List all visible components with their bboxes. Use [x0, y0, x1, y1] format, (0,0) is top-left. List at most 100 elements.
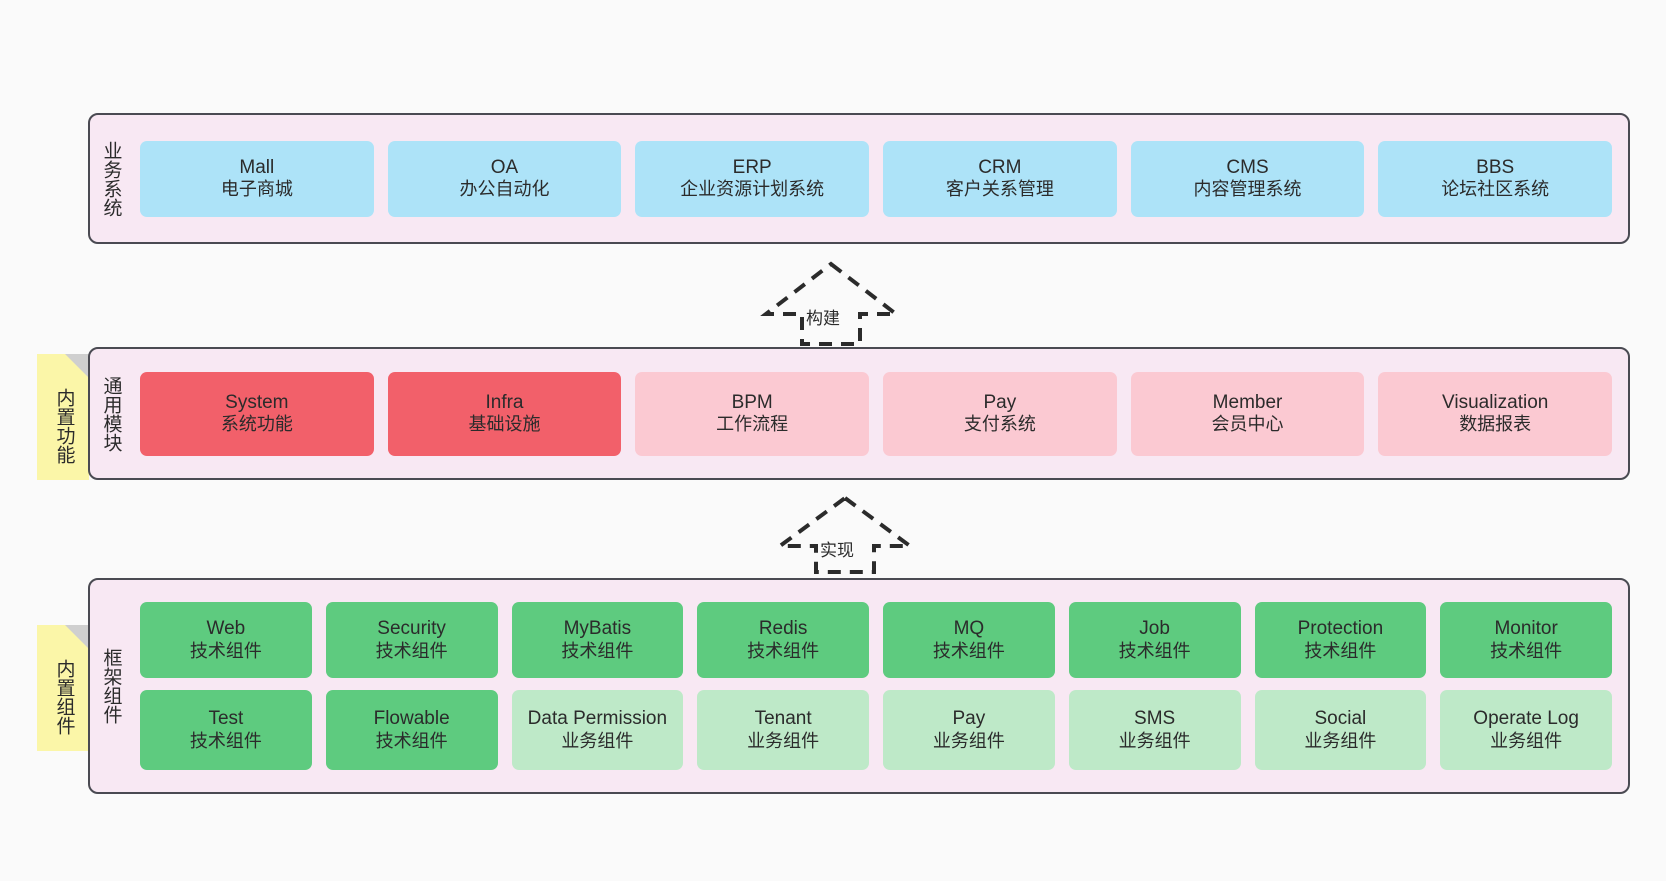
card-subtitle: 业务组件 — [561, 730, 634, 751]
card-protection[interactable]: Protection 技术组件 — [1254, 602, 1427, 678]
card-title: Protection — [1297, 618, 1384, 640]
card-subtitle: 数据报表 — [1459, 414, 1532, 435]
card-title: Pay — [983, 391, 1017, 413]
card-subtitle: 技术组件 — [189, 640, 262, 661]
card-subtitle: 技术组件 — [1490, 640, 1563, 661]
card-title: Tenant — [754, 708, 812, 730]
card-title: MyBatis — [563, 618, 632, 640]
card-title: BPM — [731, 391, 773, 413]
card-title: ERP — [732, 156, 772, 178]
connector-implement: 实现 — [770, 492, 920, 577]
card-title: Data Permission — [527, 708, 668, 730]
card-title: Monitor — [1494, 618, 1558, 640]
card-title: Security — [377, 618, 446, 640]
card-web[interactable]: Web 技术组件 — [140, 602, 312, 678]
card-title: CMS — [1226, 156, 1269, 178]
card-visualization[interactable]: Visualization 数据报表 — [1378, 371, 1613, 456]
card-subtitle: 工作流程 — [716, 414, 789, 435]
card-title: Test — [208, 708, 244, 730]
card-subtitle: 支付系统 — [963, 414, 1036, 435]
card-title: BBS — [1476, 156, 1515, 178]
layer-business-systems-label: 业务系统 — [100, 140, 122, 217]
card-title: Infra — [485, 391, 524, 413]
card-title: Redis — [758, 618, 808, 640]
layer-framework-components-label: 框架组件 — [100, 648, 122, 724]
card-subtitle: 技术组件 — [189, 730, 262, 751]
card-test[interactable]: Test 技术组件 — [140, 690, 312, 770]
layer-business-systems: 业务系统 Mall 电子商城 OA 办公自动化 ERP 企业资源计划系统 CRM… — [88, 113, 1630, 244]
card-title: Job — [1139, 618, 1170, 640]
card-title: Mall — [239, 156, 275, 178]
layer-common-modules-label: 通用模块 — [100, 375, 122, 452]
layer-common-modules: 通用模块 System 系统功能 Infra 基础设施 BPM 工作流程 Pay… — [88, 347, 1630, 480]
card-subtitle: 办公自动化 — [459, 179, 550, 200]
card-cms[interactable]: CMS 内容管理系统 — [1130, 140, 1365, 217]
card-title: Operate Log — [1473, 708, 1579, 730]
card-pay-component[interactable]: Pay 业务组件 — [883, 690, 1055, 770]
connector-implement-label: 实现 — [818, 536, 856, 561]
card-title: Pay — [952, 708, 986, 730]
card-title: CRM — [978, 156, 1022, 178]
card-crm[interactable]: CRM 客户关系管理 — [883, 140, 1117, 217]
card-flowable[interactable]: Flowable 技术组件 — [325, 690, 498, 770]
card-erp[interactable]: ERP 企业资源计划系统 — [635, 140, 870, 217]
card-title: Visualization — [1442, 391, 1549, 413]
card-title: Flowable — [373, 708, 450, 730]
card-mybatis[interactable]: MyBatis 技术组件 — [511, 602, 684, 678]
layer-framework-components: 框架组件 Web 技术组件 Security 技术组件 MyBatis 技术组件… — [88, 578, 1630, 794]
card-subtitle: 会员中心 — [1211, 414, 1284, 435]
card-subtitle: 内容管理系统 — [1193, 179, 1302, 200]
layer-common-modules-cards: System 系统功能 Infra 基础设施 BPM 工作流程 Pay 支付系统… — [130, 349, 1628, 478]
card-system[interactable]: System 系统功能 — [140, 371, 374, 456]
card-mq[interactable]: MQ 技术组件 — [883, 602, 1055, 678]
card-monitor[interactable]: Monitor 技术组件 — [1440, 602, 1612, 678]
card-job[interactable]: Job 技术组件 — [1068, 602, 1241, 678]
card-subtitle: 业务组件 — [1118, 730, 1191, 751]
card-mall[interactable]: Mall 电子商城 — [140, 140, 374, 217]
card-operate-log[interactable]: Operate Log 业务组件 — [1440, 690, 1612, 770]
card-subtitle: 技术组件 — [561, 640, 634, 661]
card-subtitle: 业务组件 — [747, 730, 820, 751]
note-builtin-components: 内置组件 — [37, 625, 89, 751]
card-title: MQ — [953, 618, 985, 640]
framework-business-row: Test 技术组件 Flowable 技术组件 Data Permission … — [140, 690, 1612, 770]
card-bpm[interactable]: BPM 工作流程 — [635, 371, 870, 456]
card-subtitle: 系统功能 — [220, 414, 293, 435]
card-subtitle: 技术组件 — [375, 640, 448, 661]
note-builtin-components-label: 内置组件 — [53, 659, 75, 735]
card-security[interactable]: Security 技术组件 — [325, 602, 498, 678]
framework-tech-row: Web 技术组件 Security 技术组件 MyBatis 技术组件 Redi… — [140, 602, 1612, 678]
connector-build: 构建 — [756, 258, 906, 350]
card-subtitle: 基础设施 — [468, 414, 541, 435]
card-subtitle: 业务组件 — [1304, 730, 1377, 751]
card-title: SMS — [1134, 708, 1176, 730]
card-title: Web — [206, 618, 246, 640]
card-title: OA — [490, 156, 519, 178]
card-title: System — [225, 391, 289, 413]
connector-build-label: 构建 — [804, 304, 842, 329]
card-title: Social — [1314, 708, 1367, 730]
card-tenant[interactable]: Tenant 业务组件 — [697, 690, 869, 770]
card-subtitle: 技术组件 — [1304, 640, 1377, 661]
card-infra[interactable]: Infra 基础设施 — [387, 371, 622, 456]
card-subtitle: 技术组件 — [375, 730, 448, 751]
layer-business-systems-cards: Mall 电子商城 OA 办公自动化 ERP 企业资源计划系统 CRM 客户关系… — [130, 115, 1628, 242]
card-subtitle: 电子商城 — [220, 179, 293, 200]
card-subtitle: 技术组件 — [932, 640, 1005, 661]
card-subtitle: 业务组件 — [1490, 730, 1563, 751]
card-oa[interactable]: OA 办公自动化 — [387, 140, 622, 217]
card-subtitle: 业务组件 — [932, 730, 1005, 751]
card-bbs[interactable]: BBS 论坛社区系统 — [1378, 140, 1613, 217]
card-pay-module[interactable]: Pay 支付系统 — [883, 371, 1117, 456]
note-fold-icon — [65, 625, 89, 649]
note-builtin-features: 内置功能 — [37, 354, 89, 480]
card-member[interactable]: Member 会员中心 — [1130, 371, 1365, 456]
note-builtin-features-label: 内置功能 — [53, 388, 75, 464]
card-data-permission[interactable]: Data Permission 业务组件 — [511, 690, 684, 770]
card-social[interactable]: Social 业务组件 — [1254, 690, 1427, 770]
card-sms[interactable]: SMS 业务组件 — [1068, 690, 1241, 770]
card-redis[interactable]: Redis 技术组件 — [697, 602, 869, 678]
card-title: Member — [1212, 391, 1283, 413]
card-subtitle: 企业资源计划系统 — [680, 179, 825, 200]
